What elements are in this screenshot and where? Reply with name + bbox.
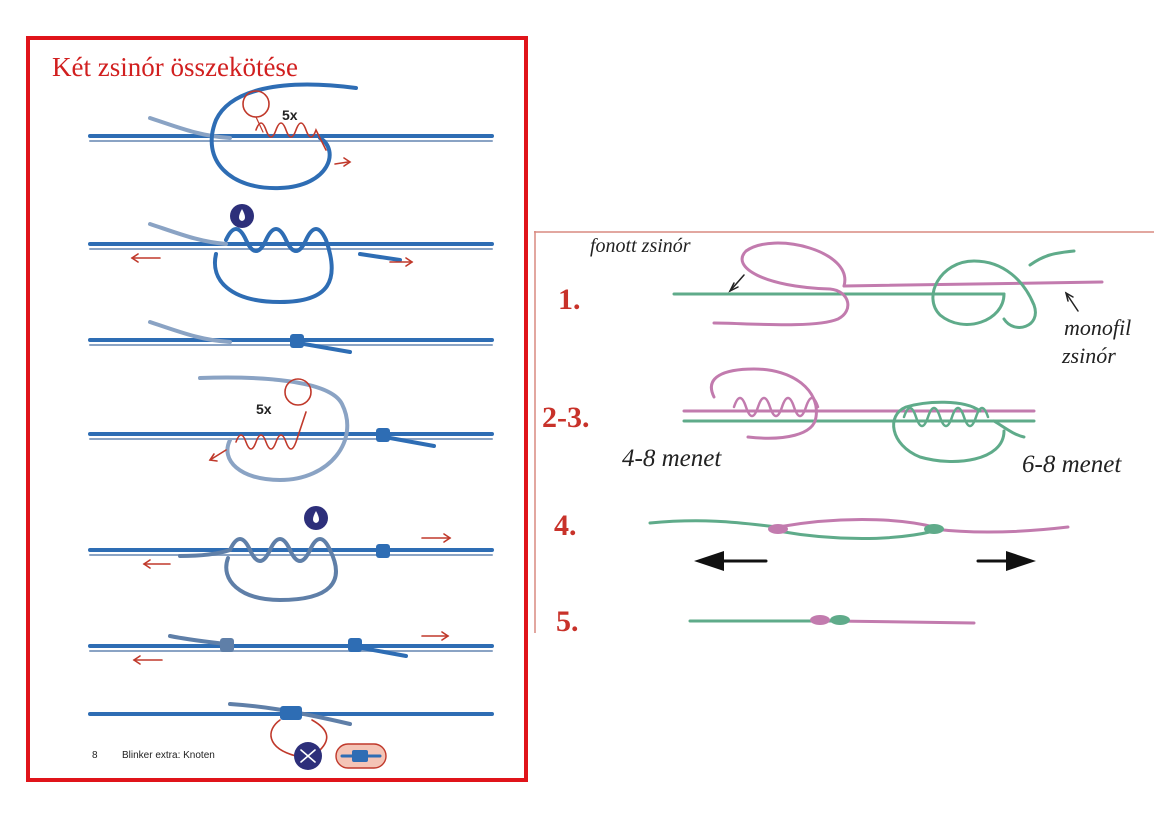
mono-line-label-1: monofil	[1064, 315, 1132, 340]
turns-left-label: 4-8 menet	[622, 445, 722, 472]
braided-line-label: fonott zsinór	[590, 235, 691, 257]
right-step-4	[648, 518, 1070, 571]
step-1-illustration: 5x	[88, 82, 494, 191]
turns-label: 5x	[282, 107, 298, 123]
mono-line-label-2: zsinór	[1062, 343, 1116, 368]
arrow-left-icon	[694, 551, 724, 571]
right-step-2-3	[682, 367, 1036, 463]
step-3-illustration	[88, 320, 494, 354]
step-6-illustration	[88, 631, 494, 665]
right-step-1	[672, 241, 1104, 329]
footer-caption: Blinker extra: Knoten	[122, 750, 215, 761]
knot-diagram-left: 5x	[88, 82, 494, 770]
footer-page-number: 8	[92, 750, 98, 761]
knot-diagram-right	[534, 231, 1154, 633]
step-number-4: 4.	[554, 509, 577, 542]
step-2-illustration	[88, 204, 494, 305]
turns-right-label: 6-8 menet	[1022, 451, 1122, 478]
step-number-1: 1.	[558, 283, 581, 316]
right-step-5	[688, 615, 976, 625]
knot-steps-panel: Két zsinór összekötése 5x	[26, 36, 528, 782]
panel-title: Két zsinór összekötése	[52, 52, 298, 82]
arrow-right-icon	[1006, 551, 1036, 571]
turns-label: 5x	[256, 401, 272, 417]
step-number-5: 5.	[556, 605, 579, 638]
step-7-illustration: 8 Blinker extra: Knoten	[88, 702, 494, 770]
knot-steps-right-panel: fonott zsinór monofil zsinór 1. 2-3. 4. …	[534, 231, 1154, 638]
step-number-2-3: 2-3.	[542, 401, 590, 434]
step-5-illustration	[88, 506, 494, 603]
step-4-illustration: 5x	[88, 375, 494, 483]
